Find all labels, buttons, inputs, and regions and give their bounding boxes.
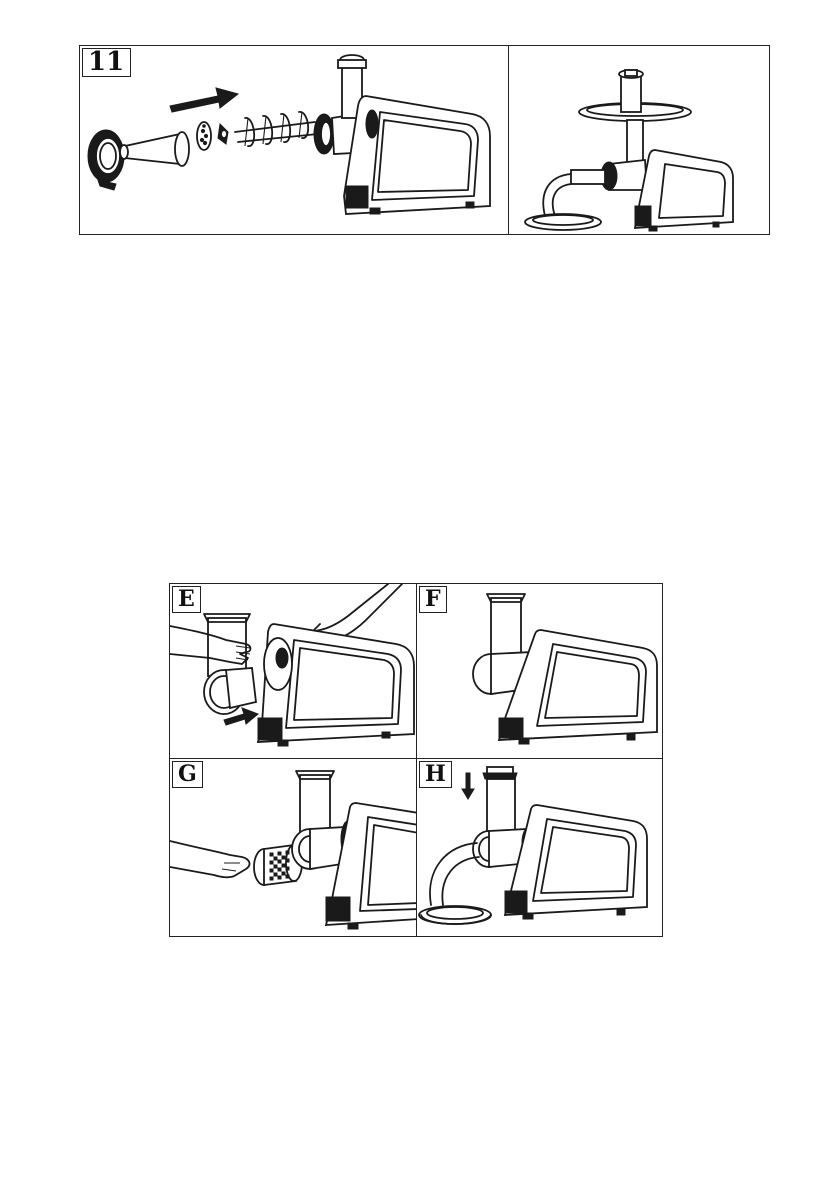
direction-arrow-icon xyxy=(170,88,238,112)
motor-body-part xyxy=(505,805,647,919)
bowl-part xyxy=(525,214,601,230)
grinder-head-part xyxy=(571,120,647,190)
grinder-with-tray-illustration xyxy=(509,46,770,235)
food-tray-part xyxy=(579,70,691,121)
fastening-ring-part xyxy=(88,130,124,190)
figure-h-panel: H xyxy=(416,758,663,937)
motor-body-part xyxy=(344,96,490,214)
worm-screw-part xyxy=(235,112,318,146)
motor-body-part xyxy=(499,630,657,744)
sausage-nozzle-part xyxy=(120,132,189,166)
output-chute-part xyxy=(430,843,479,905)
holding-hand-icon xyxy=(170,841,249,877)
attach-slicer-illustration xyxy=(170,584,418,760)
figure-g-panel: G xyxy=(169,758,418,937)
motor-body-part xyxy=(258,624,414,746)
figure-f-panel: F xyxy=(416,583,663,760)
bowl-part xyxy=(419,906,491,924)
motor-body-part xyxy=(326,803,418,929)
motor-body-part xyxy=(635,150,733,231)
figure-11-assembled-panel xyxy=(508,45,770,235)
head-ring-part xyxy=(314,114,334,154)
grinder-assembly-illustration xyxy=(80,46,510,235)
pusher-part xyxy=(483,767,517,779)
slicer-in-use-illustration xyxy=(417,759,663,937)
slicer-housing-part xyxy=(204,614,256,714)
sausage-loop-part xyxy=(543,174,571,216)
figure-e-panel: E xyxy=(169,583,418,760)
cutting-plate-part xyxy=(197,122,211,150)
slicer-attached-illustration xyxy=(417,584,663,760)
insert-drum-illustration xyxy=(170,759,418,937)
down-arrow-icon xyxy=(462,773,474,799)
blade-part xyxy=(218,124,228,144)
figure-11-assembly-panel: 11 xyxy=(79,45,510,235)
